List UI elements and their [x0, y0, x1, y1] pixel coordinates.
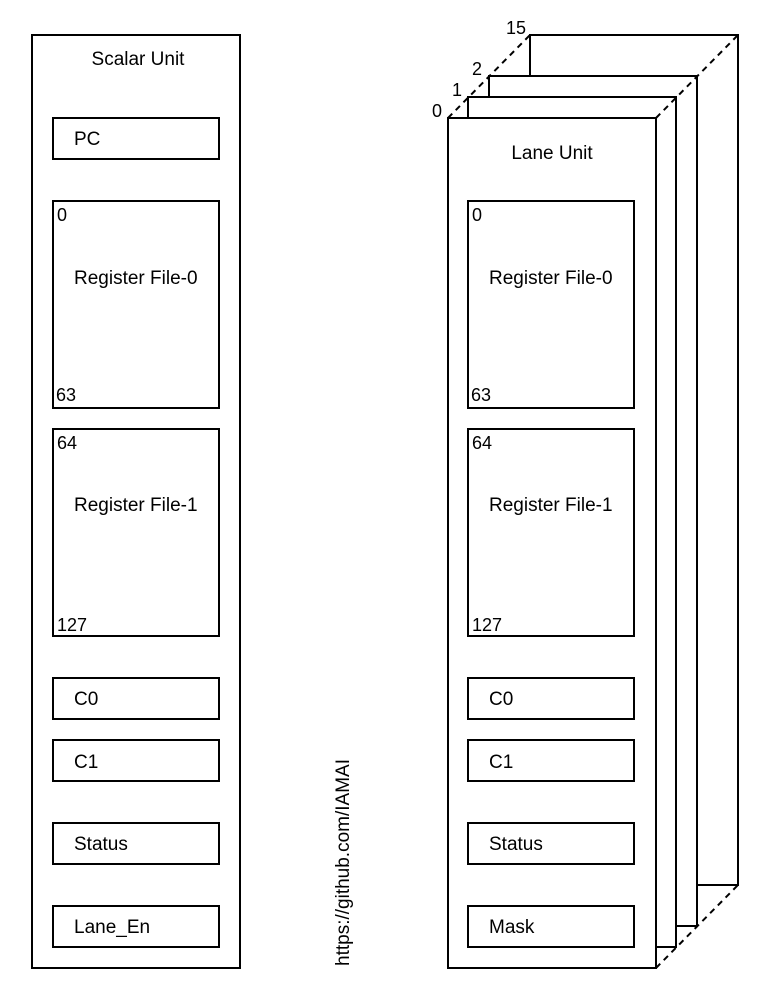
scalar-rf1-start-index: 64: [57, 433, 77, 453]
lane-c1-label: C1: [489, 752, 513, 773]
lane-rf0-label: Register File-0: [489, 268, 613, 289]
dashed-perspective-top-left: [447, 34, 531, 119]
scalar-rf0-label: Register File-0: [74, 268, 198, 289]
lane-c1-box: [467, 739, 635, 782]
lane-rf1-end-index: 127: [472, 615, 502, 635]
lane-index-15: 15: [506, 18, 526, 38]
scalar-c0-label: C0: [74, 689, 98, 710]
lane-c0-label: C0: [489, 689, 513, 710]
lane-register-file-0: [467, 200, 635, 409]
lane-index-2: 2: [472, 59, 482, 79]
watermark-text: https://github.com/IAMAI: [333, 759, 354, 966]
lane-mask-box: [467, 905, 635, 948]
scalar-rf0-end-index: 63: [56, 385, 76, 405]
scalar-rf0-start-index: 0: [57, 205, 67, 225]
scalar-status-box: [52, 822, 220, 865]
scalar-rf1-end-index: 127: [57, 615, 87, 635]
scalar-pc-label: PC: [74, 129, 100, 150]
lane-rf1-label: Register File-1: [489, 495, 613, 516]
scalar-status-label: Status: [74, 834, 128, 855]
scalar-register-file-0: [52, 200, 220, 409]
lane-rf0-start-index: 0: [472, 205, 482, 225]
scalar-c1-box: [52, 739, 220, 782]
scalar-unit-title: Scalar Unit: [92, 49, 186, 70]
scalar-pc-box: [52, 117, 220, 160]
dashed-perspective-top-right: [655, 34, 739, 119]
lane-status-label: Status: [489, 834, 543, 855]
lane-rf1-start-index: 64: [472, 433, 492, 453]
lane-rf0-end-index: 63: [471, 385, 491, 405]
lane-status-box: [467, 822, 635, 865]
dashed-perspective-bottom-right: [655, 884, 739, 969]
scalar-c0-box: [52, 677, 220, 720]
lane-index-0: 0: [432, 101, 442, 121]
scalar-c1-label: C1: [74, 752, 98, 773]
scalar-rf1-label: Register File-1: [74, 495, 198, 516]
scalar-unit: Scalar Unit PC 0 Register File-0 63 64 R…: [31, 34, 241, 969]
lane-register-file-1: [467, 428, 635, 637]
lane-unit-stack: 0 1 2 15 Lane Unit 0 Register File-0 63 …: [432, 18, 739, 969]
lane-mask-label: Mask: [489, 917, 535, 938]
scalar-lane-en-box: [52, 905, 220, 948]
lane-c0-box: [467, 677, 635, 720]
scalar-lane-en-label: Lane_En: [74, 917, 150, 938]
scalar-register-file-1: [52, 428, 220, 637]
lane-unit-title: Lane Unit: [511, 143, 593, 164]
lane-index-1: 1: [452, 80, 462, 100]
